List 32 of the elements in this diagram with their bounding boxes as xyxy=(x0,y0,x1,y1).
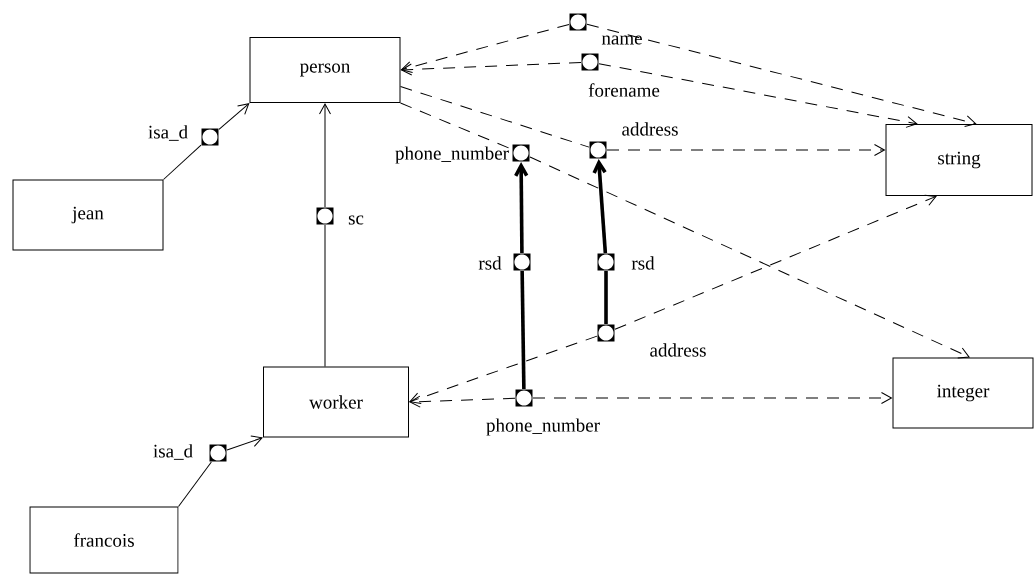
class-box: francois xyxy=(29,506,179,574)
port-label: name xyxy=(601,35,642,45)
arrow xyxy=(401,61,582,76)
arrow xyxy=(532,392,892,404)
class-box: worker xyxy=(263,366,409,438)
arrow xyxy=(598,63,918,128)
port-label: address xyxy=(650,343,706,357)
port-label: rsd xyxy=(631,256,655,270)
port-label: phone_number xyxy=(395,146,509,164)
arrow xyxy=(319,103,331,208)
port-label: rsd xyxy=(478,256,502,270)
class-box: string xyxy=(885,124,1033,196)
arrow xyxy=(226,435,263,451)
arrow xyxy=(614,194,937,330)
arrow xyxy=(514,162,529,254)
arrow xyxy=(401,23,570,73)
arrow xyxy=(409,335,598,405)
arrow xyxy=(592,159,608,254)
arrow xyxy=(529,156,970,359)
port-label: forename xyxy=(588,83,660,97)
port-label: phone_number xyxy=(486,418,600,436)
port-label: sc xyxy=(348,215,364,225)
port-label: isa_d xyxy=(148,125,188,141)
port-label: isa_d xyxy=(153,444,193,460)
arrow xyxy=(606,144,885,156)
class-box: jean xyxy=(12,179,164,251)
class-box: integer xyxy=(892,357,1034,429)
arrow xyxy=(218,103,250,130)
port-label: address xyxy=(622,122,678,136)
class-box: person xyxy=(249,37,401,103)
arrow xyxy=(586,23,977,128)
arrow xyxy=(409,395,516,408)
